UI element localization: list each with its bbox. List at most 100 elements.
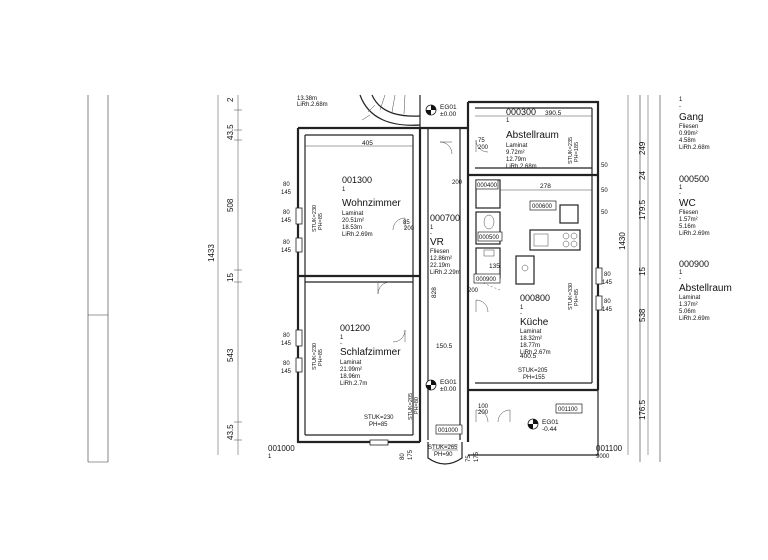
- dim-label: 175: [408, 449, 414, 460]
- stuk-label: STUK=330: [568, 283, 574, 310]
- room-label-abstellraum: 000300 1 Abstellraum Laminat 9.72m² 12.7…: [506, 107, 559, 170]
- room-label-abstellraum-side: 000900 1 - Abstellraum Laminat 1.37m² 5.…: [679, 259, 732, 322]
- room-label-schlafzimmer: 001200 1 - Schlafzimmer Laminat 21.99m² …: [340, 323, 401, 387]
- stuk-label: STUK=235: [568, 137, 574, 164]
- dim-label: 2: [226, 97, 235, 102]
- room-label-wc: 000500 1 - WC Fliesen 1.57m² 5.16m LiRh.…: [679, 174, 710, 237]
- room-id-001000: 001000: [268, 444, 295, 453]
- svg-text:18.77m: 18.77m: [520, 343, 540, 349]
- dim-label: 508: [226, 198, 235, 212]
- dim-label: 200: [478, 410, 489, 416]
- room-tag: 000900: [476, 277, 497, 283]
- door: [377, 139, 511, 423]
- room-label-kueche: 000800 1 - Küche Laminat 18.32m² 18.77m …: [520, 293, 551, 356]
- tag-box: [477, 231, 503, 242]
- room-label-vr: 000700 1 - VR Fliesen 12.86m² 22.19m LiR…: [430, 213, 461, 276]
- room-tag: 000600: [532, 204, 553, 210]
- dim-label: 175: [474, 451, 480, 462]
- svg-text:Fliesen: Fliesen: [430, 249, 449, 255]
- svg-text:1: 1: [679, 270, 683, 276]
- tag-box: [475, 179, 499, 190]
- tag-box: [529, 200, 557, 211]
- dim-label: 80: [283, 182, 290, 188]
- svg-text:18.53m: 18.53m: [342, 225, 362, 231]
- svg-text:1: 1: [520, 305, 524, 311]
- svg-text:001200: 001200: [340, 323, 370, 333]
- window: [295, 207, 603, 446]
- dim-label: 15: [638, 267, 647, 276]
- ph-label: PH=155: [523, 375, 546, 381]
- dim-label: 75: [466, 455, 472, 462]
- elevation-label: EG01: [440, 104, 457, 111]
- svg-text:-: -: [679, 104, 681, 110]
- svg-text:12.86m²: 12.86m²: [430, 256, 452, 262]
- dim-label: 145: [281, 248, 292, 254]
- svg-text:1: 1: [340, 335, 344, 341]
- room-tag: 000400: [477, 183, 498, 189]
- dim-label: 249: [638, 141, 647, 155]
- dim-label: 15: [226, 273, 235, 282]
- dim-label: 145: [281, 341, 292, 347]
- entrance-bay: [427, 442, 463, 465]
- svg-text:000800: 000800: [520, 293, 550, 303]
- elevation-value: ±0.00: [440, 386, 457, 393]
- ph-label: PH=185: [574, 142, 580, 162]
- room-id-001100: 001100: [596, 444, 623, 453]
- dim-label: 100: [478, 404, 489, 410]
- ph-label: PH=90: [434, 452, 453, 458]
- wc-area: [475, 179, 501, 291]
- dim-label: 179.5: [638, 199, 647, 220]
- svg-text:000700: 000700: [430, 213, 460, 223]
- svg-text:5.06m: 5.06m: [679, 309, 696, 315]
- svg-text:0.99m²: 0.99m²: [679, 131, 698, 137]
- svg-text:1: 1: [342, 187, 346, 193]
- kitchen-counter: [515, 204, 581, 285]
- svg-text:1: 1: [679, 97, 683, 103]
- svg-text:LiRh.2.68m: LiRh.2.68m: [506, 164, 537, 170]
- dim-label: 50: [601, 210, 608, 216]
- svg-text:Laminat: Laminat: [679, 295, 701, 301]
- svg-text:LiRh.2.69m: LiRh.2.69m: [342, 232, 373, 238]
- dim-label: 278: [540, 183, 551, 190]
- exterior-walls: [296, 100, 600, 456]
- dim-label: 85: [403, 220, 410, 226]
- elevation-value: ±0.00: [440, 111, 457, 118]
- svg-text:LiRh.2.29m: LiRh.2.29m: [430, 270, 461, 276]
- room-sub: 1: [268, 454, 272, 460]
- room-tag: 000500: [479, 235, 500, 241]
- room-tag: 001000: [438, 428, 459, 434]
- dim-label: 80: [283, 361, 290, 367]
- svg-text:Laminat: Laminat: [342, 211, 364, 217]
- svg-text:VR: VR: [430, 237, 444, 248]
- tag-box: [555, 403, 583, 414]
- svg-text:LiRh.2.67m: LiRh.2.67m: [520, 350, 551, 356]
- svg-text:1: 1: [430, 225, 434, 231]
- dim-label: 43.5: [226, 124, 235, 140]
- room-sub: 9000: [596, 454, 610, 460]
- svg-text:Küche: Küche: [520, 317, 549, 328]
- dim-label: 50: [601, 188, 608, 194]
- svg-text:1.37m²: 1.37m²: [679, 302, 698, 308]
- svg-text:Laminat: Laminat: [340, 360, 362, 366]
- dimension-ticks: [234, 109, 242, 441]
- dim-label: 145: [281, 190, 292, 196]
- dim-label: 538: [638, 308, 647, 322]
- dim-label: 200: [404, 226, 415, 232]
- svg-text:18.96m: 18.96m: [340, 374, 360, 380]
- svg-text:4.58m: 4.58m: [679, 138, 696, 144]
- svg-text:LiRh.2.7m: LiRh.2.7m: [340, 381, 367, 387]
- dim-label: 543: [226, 348, 235, 362]
- partial-room-height: LiRh.2.68m: [297, 102, 328, 108]
- dim-label: 1433: [207, 244, 216, 262]
- tag-box: [473, 273, 501, 284]
- staircase: [359, 94, 421, 128]
- svg-text:-: -: [340, 341, 342, 347]
- dim-label: 150.5: [436, 343, 453, 350]
- elevation-label: EG01: [440, 379, 457, 386]
- stuk-label: STUK=230: [312, 205, 318, 232]
- svg-text:20.51m²: 20.51m²: [342, 218, 364, 224]
- svg-text:000900: 000900: [679, 259, 709, 269]
- svg-text:-: -: [520, 311, 522, 317]
- svg-text:Abstellraum: Abstellraum: [506, 130, 559, 141]
